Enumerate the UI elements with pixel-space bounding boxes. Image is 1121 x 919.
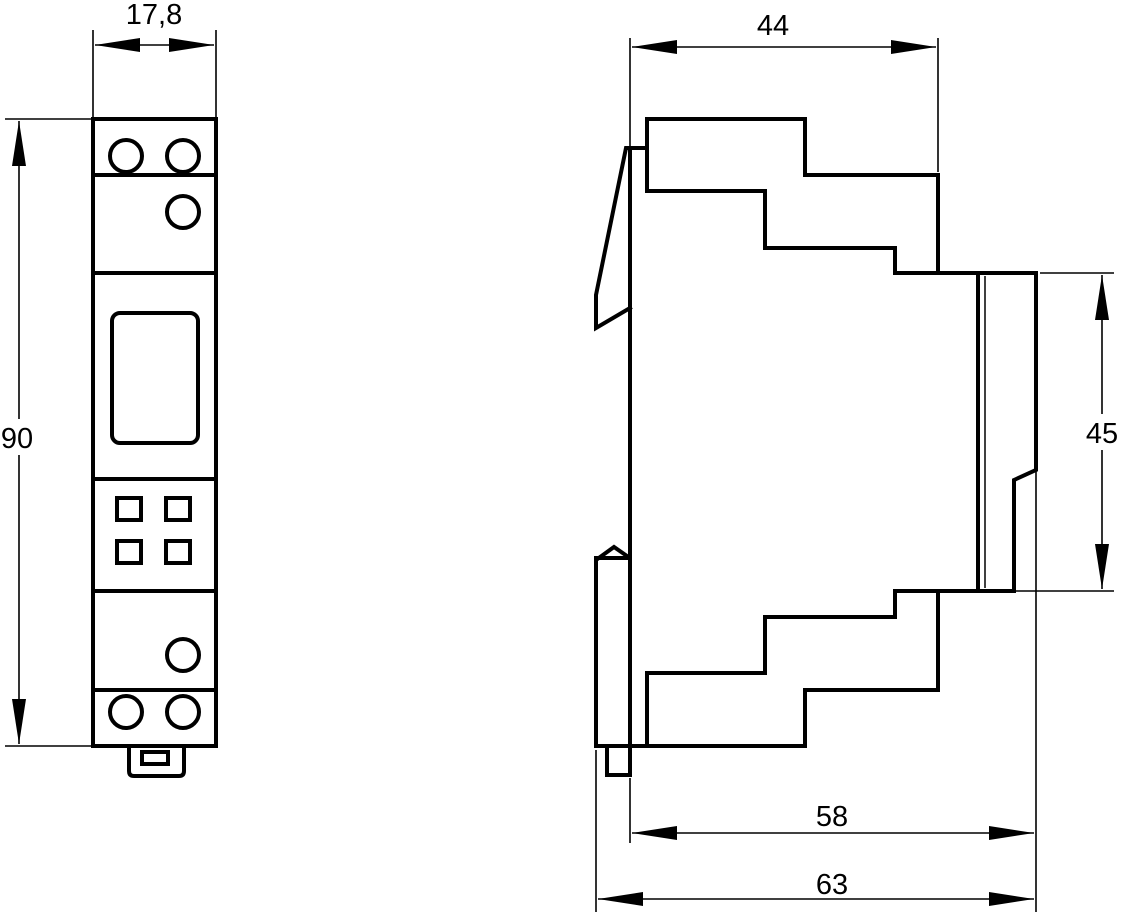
- dimension-side-depth-44: 44: [629, 10, 939, 172]
- arrow-head: [891, 40, 936, 54]
- din-clip: [127, 744, 186, 778]
- dimension-side-depth-63: 63: [595, 750, 1034, 912]
- side-housing-outline: [594, 117, 980, 748]
- dimension-label-45: 45: [1086, 418, 1118, 450]
- terminal-screw: [165, 637, 201, 673]
- terminal-screw: [108, 138, 144, 174]
- dimension-front-height: 90: [0, 118, 91, 747]
- upper-step: [645, 146, 940, 275]
- dimension-label-44: 44: [757, 10, 789, 42]
- arrow-head: [12, 699, 26, 744]
- dimension-front-width: 17,8: [92, 0, 217, 117]
- arrow-head: [632, 826, 677, 840]
- side-view: [594, 117, 1038, 777]
- arrow-head: [632, 40, 677, 54]
- display-window: [110, 311, 200, 445]
- dimension-label-front-height: 90: [1, 423, 33, 455]
- keypad-button: [115, 539, 143, 565]
- dimension-side-depth-58: 58: [629, 276, 1037, 912]
- arrow-head: [95, 38, 140, 52]
- arrow-head: [12, 121, 26, 166]
- arrow-head: [598, 892, 643, 906]
- arrow-head: [989, 892, 1034, 906]
- arrow-head: [1095, 544, 1109, 589]
- arrow-head: [169, 38, 214, 52]
- front-cover: [976, 271, 1038, 593]
- terminal-screw: [165, 138, 201, 174]
- keypad-button: [115, 496, 143, 522]
- din-latch-top: [594, 146, 633, 332]
- dimension-side-height-45: 45: [1016, 272, 1121, 592]
- din-clip-slot: [140, 750, 170, 766]
- front-housing: [91, 117, 218, 748]
- lower-step: [645, 589, 940, 748]
- keypad-button: [164, 539, 192, 565]
- keypad-button: [164, 496, 192, 522]
- dimension-label-front-width: 17,8: [126, 0, 182, 31]
- terminal-screw: [165, 694, 201, 730]
- din-clip-side: [605, 744, 632, 777]
- dimension-label-63: 63: [816, 869, 848, 901]
- front-view: [91, 117, 218, 778]
- arrow-head: [989, 826, 1034, 840]
- terminal-screw: [108, 694, 144, 730]
- label-backdrop: [1082, 414, 1121, 450]
- arrow-head: [1095, 275, 1109, 320]
- dimension-label-58: 58: [816, 801, 848, 833]
- label-backdrop: [0, 419, 40, 455]
- terminal-screw: [165, 194, 201, 230]
